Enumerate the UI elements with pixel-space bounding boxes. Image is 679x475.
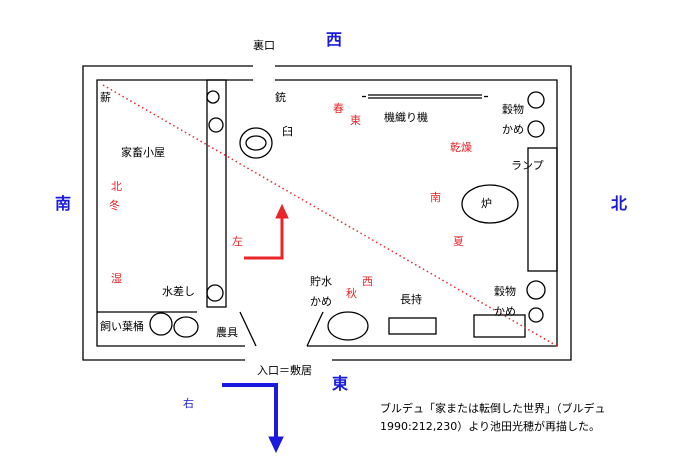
caption-line: 1990:212,230）より池田光穂が再描した。 — [380, 420, 600, 433]
jar-circle — [208, 117, 224, 133]
hearth-label: 炉 — [481, 197, 492, 210]
door-leaf — [239, 311, 257, 347]
long-chest-label: 長持 — [400, 293, 422, 306]
grain-jar-circle — [528, 307, 544, 323]
loom-label: 機織り機 — [384, 111, 428, 124]
right-arrow-blue — [222, 383, 284, 454]
entrance-label: 入口＝敷居 — [257, 364, 312, 377]
diagonal-divide — [102, 84, 558, 347]
north-symbol-label: 北 — [111, 180, 122, 193]
left-label: 左 — [232, 235, 243, 248]
lamp-label: ランプ — [511, 159, 544, 172]
hearth-shape — [461, 184, 519, 224]
left-arrow-red — [244, 203, 289, 260]
grain-jar-circle — [527, 91, 545, 109]
chest-box — [473, 314, 526, 338]
long-chest-box — [388, 317, 437, 335]
autumn-label: 秋 — [346, 287, 357, 300]
firewood-label: 薪 — [100, 91, 111, 104]
west-symbol-label: 西 — [362, 275, 373, 288]
direction-north: 北 — [611, 194, 628, 213]
summer-label: 夏 — [453, 235, 464, 248]
dry-label: 乾燥 — [450, 141, 472, 154]
wet-label: 湿 — [111, 272, 122, 285]
east-symbol-label: 東 — [350, 114, 361, 127]
jar-circle — [206, 90, 220, 104]
water-jar-shape — [327, 311, 369, 341]
direction-south: 南 — [55, 194, 72, 213]
fodder-tub-circle — [173, 316, 199, 338]
gun-label: 銃 — [275, 91, 286, 104]
fodder-tub-circle — [149, 312, 173, 336]
loom-shape — [362, 94, 488, 99]
caption-line: ブルデュ「家または転倒した世界」（ブルデュ — [380, 402, 606, 415]
spring-label: 春 — [333, 102, 344, 115]
direction-west: 西 — [326, 30, 343, 49]
grain-jar-label: 穀物 — [494, 285, 516, 298]
water-jar-label: 貯水 — [310, 275, 332, 288]
farm-tools-label: 農具 — [216, 326, 238, 339]
water-pitcher-circle — [206, 284, 224, 302]
mill-inner — [245, 135, 267, 151]
water-trough-column — [206, 79, 227, 308]
livestock-shed-label: 家畜小屋 — [121, 146, 165, 159]
grain-jar-circle — [527, 120, 545, 138]
water-trough-label: 水差し — [162, 285, 195, 298]
grain-jar-label: かめ — [494, 305, 516, 318]
water-jar-label: かめ — [310, 295, 332, 308]
fodder-tub-label: 飼い葉桶 — [100, 320, 144, 333]
right-label: 右 — [183, 397, 194, 410]
mill-label: 臼 — [282, 125, 293, 138]
south-symbol-label: 南 — [430, 191, 441, 204]
grain-jar-label: かめ — [502, 123, 524, 136]
grain-jar-label: 穀物 — [502, 103, 524, 116]
mill-outer — [239, 127, 273, 159]
lamp-shelf — [527, 147, 558, 272]
caption: ブルデュ「家または転倒した世界」（ブルデュ 1990:212,230）より池田光… — [380, 400, 606, 436]
outer-wall — [82, 65, 572, 361]
grain-jar-circle — [526, 280, 546, 300]
direction-east: 東 — [332, 374, 349, 393]
door-leaf — [306, 311, 324, 347]
back-door-label: 裏口 — [253, 39, 275, 52]
winter-label: 冬 — [109, 199, 120, 212]
